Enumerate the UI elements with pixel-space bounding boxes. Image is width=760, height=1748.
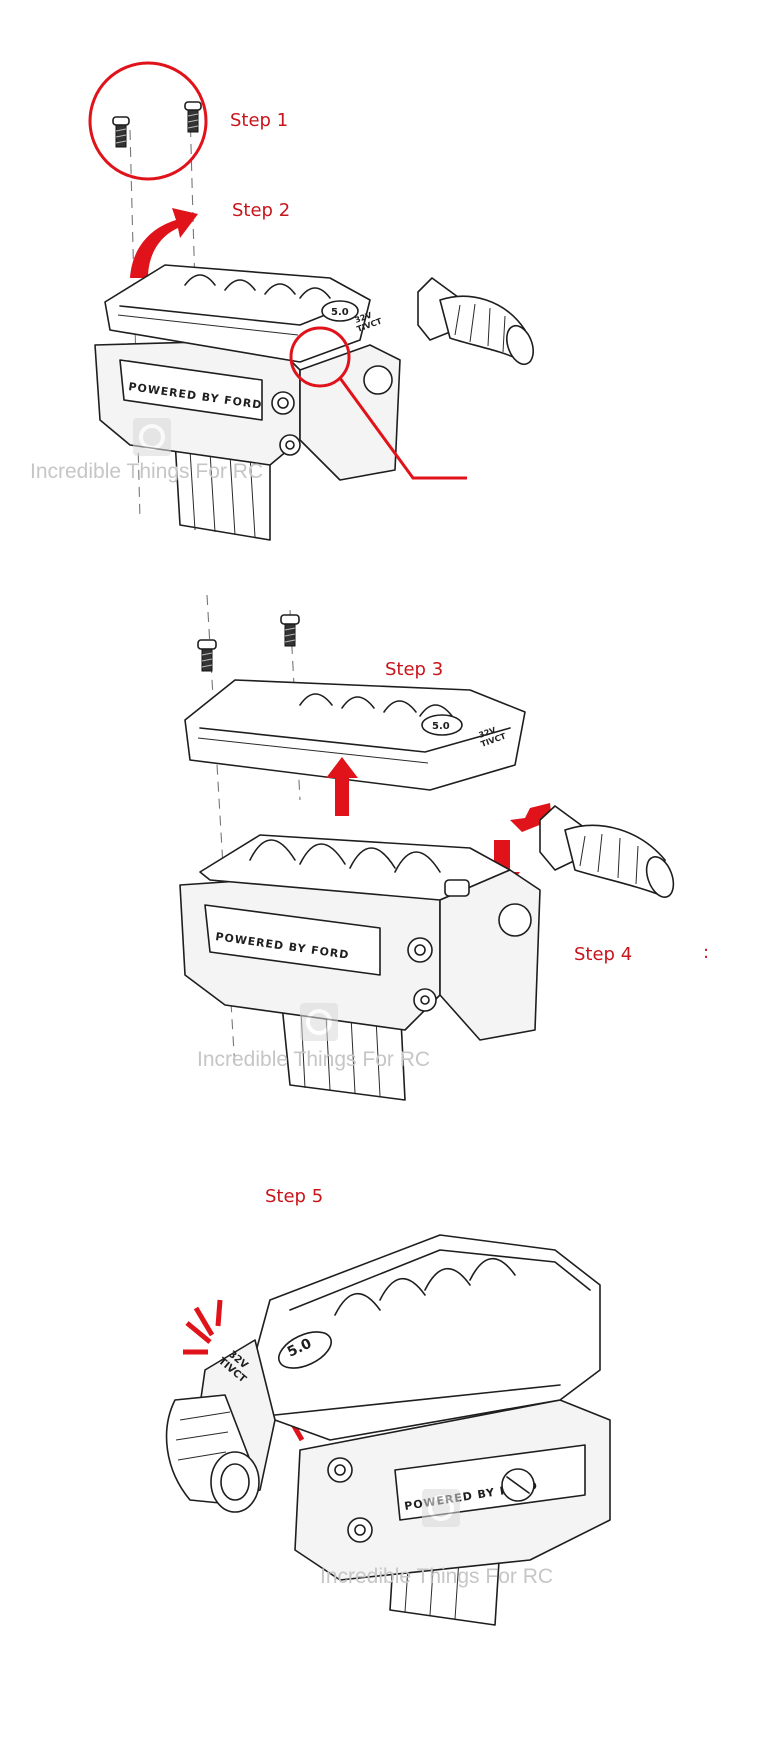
- left-arrow-icon: [510, 803, 552, 832]
- screw-icon: [280, 614, 300, 647]
- step-3-label: Step 3: [385, 659, 443, 680]
- stray-mark: :: [703, 942, 709, 963]
- engine-cover-lifted: 5.0 32V TIVCT: [184, 679, 526, 791]
- step-1-label: Step 1: [230, 110, 288, 131]
- screw-icon: [184, 101, 202, 133]
- watermark-logo-icon: [422, 1489, 460, 1527]
- section-step-3-4: Step 3 Step 4 : 5.0 32V TIVCT P: [179, 594, 709, 1101]
- up-arrow-icon: [326, 757, 358, 816]
- step-2-label: Step 2: [232, 200, 290, 221]
- engine-body-view: POWERED BY FORD: [179, 834, 541, 1101]
- badge-displacement-text: 5.0: [432, 721, 450, 732]
- guide-line: [189, 109, 201, 471]
- screw-callout-circle: [88, 61, 208, 181]
- detail-callout-circle: [289, 326, 351, 388]
- watermark-logo-icon: [133, 418, 171, 456]
- screw-icon: [112, 116, 130, 148]
- watermark-text: Incredible Things For RC: [320, 1565, 553, 1588]
- watermark-logo-icon: [300, 1003, 338, 1041]
- engine-assembled-view: POWERED BY FORD 5.0 32V TIVCT: [94, 264, 467, 541]
- section-step-5: Step 5 POWERED BY FORD: [165, 1186, 611, 1626]
- screw-icon: [197, 639, 217, 672]
- intake-hose: [417, 277, 534, 366]
- badge-displacement-text: 5.0: [331, 307, 349, 318]
- intake-hose: [539, 805, 675, 898]
- section-step-1-2: Step 1 Step 2 POWERED BY FORD: [30, 61, 534, 541]
- watermark-text: Incredible Things For RC: [30, 460, 263, 483]
- step-5-label: Step 5: [265, 1186, 323, 1207]
- watermark-text: Incredible Things For RC: [197, 1048, 430, 1071]
- curved-arrow-icon: [130, 208, 198, 278]
- callout-leader-line: [338, 377, 467, 480]
- step-4-label: Step 4: [574, 944, 632, 965]
